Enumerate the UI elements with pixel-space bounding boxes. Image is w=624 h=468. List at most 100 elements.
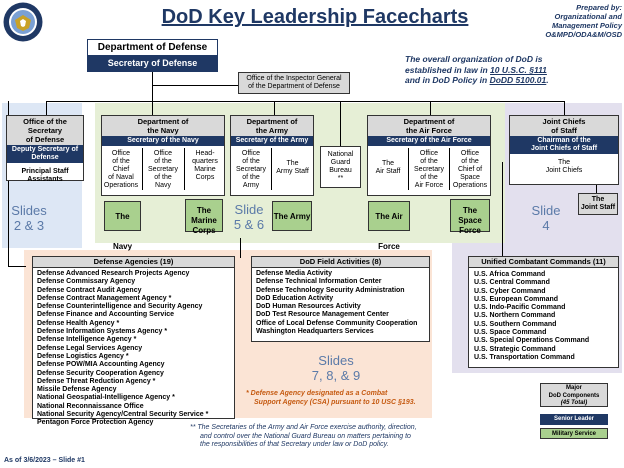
legend-major-l2: DoD Components (548, 392, 600, 399)
slide-label-line: 2 & 3 (13, 218, 45, 233)
defense-agencies-list: Defense Advanced Research Projects Agenc… (33, 268, 234, 430)
dod-leader: Secretary of Defense (88, 55, 217, 71)
organization-note: The overall organization of DoD is estab… (405, 54, 617, 86)
list-item: Defense Technical Information Center (256, 278, 382, 286)
navy-secnav-line: Navy (155, 182, 171, 189)
defense-agencies-header: Defense Agencies (19) (33, 257, 234, 268)
connector-army (274, 101, 275, 115)
list-item: Pentagon Force Protection Agency (37, 419, 154, 427)
af-divider (408, 148, 409, 190)
af-title-l1: Department of (403, 117, 455, 126)
army-staff: The Army Staff (272, 160, 313, 176)
list-item: Defense Contract Management Agency * (37, 294, 172, 302)
list-item: U.S. European Command (474, 295, 559, 303)
dodd-link[interactable]: DoDD 5100.01 (489, 75, 547, 85)
defense-agencies-box: Defense Agencies (19) Defense Advanced R… (32, 256, 235, 426)
af-secaf-line: Air Force (414, 182, 444, 189)
connector-ngb (340, 101, 341, 146)
army-secarmy: Office of the Secretary of the Army (231, 150, 271, 190)
list-item: Defense Commissary Agency (37, 278, 136, 286)
field-activities-box: DoD Field Activities (8) Defense Media A… (251, 256, 430, 342)
connector-dod-down (152, 72, 153, 115)
ngb-line: Guard (330, 159, 351, 166)
navy-opnav-line: of the (112, 158, 130, 165)
list-item: Defense Technology Security Administrati… (256, 286, 405, 294)
osd-sub: Principal Staff Assistants (7, 163, 83, 184)
jcs-chairman-l2: Joint Chiefs of Staff (530, 145, 598, 152)
legend-major-l1: Major (565, 385, 582, 391)
list-item: Defense Finance and Accounting Service (37, 311, 175, 319)
ngb-line: ** (337, 175, 344, 182)
list-item: U.S. Cyber Command (474, 287, 546, 295)
slide-label-line: Slide (234, 202, 264, 217)
list-item: U.S. Central Command (474, 279, 550, 287)
af-space-ops-line: of the (461, 158, 479, 165)
osd-sub-l1: Principal Staff (21, 168, 69, 175)
jcs-title: Joint Chiefs of Staff (510, 116, 618, 136)
navy-title: Department of the Navy (102, 116, 224, 136)
navy-hqmc-line: quarters (192, 158, 218, 165)
navy-leader: Secretary of the Navy (102, 136, 224, 146)
navy-hqmc-line: Head- (195, 150, 215, 157)
af-air-staff-line: Air Staff (375, 168, 401, 175)
navy-divider (184, 148, 185, 190)
joint-staff-box: The Joint Staff (578, 193, 618, 215)
list-item: Defense Contract Audit Agency (37, 286, 142, 294)
af-space-ops-line: Space (460, 174, 480, 181)
af-space-ops-line: Office (460, 150, 480, 157)
note-line-1: The overall organization of DoD is (405, 54, 543, 64)
slide-label-line: Slides (11, 203, 47, 218)
list-item: Washington Headquarters Services (256, 328, 374, 336)
field-activities-header: DoD Field Activities (8) (252, 257, 429, 268)
note-line-3: and in DoD Policy in (405, 75, 488, 85)
list-item: National Reconnaissance Office (37, 402, 144, 410)
connector-main-bus (46, 101, 564, 102)
osd-deputy-l1: Deputy Secretary of (11, 146, 79, 153)
ucc-header: Unified Combatant Commands (11) (469, 257, 618, 268)
dod-seal (3, 2, 43, 42)
navy-title-l1: Department of (137, 117, 189, 126)
army-staff-line: Army Staff (276, 168, 309, 175)
list-item: U.S. Space Command (474, 329, 547, 337)
slide-label-agencies: Slides 7, 8, & 9 (306, 353, 366, 383)
list-item: U.S. Indo-Pacific Command (474, 304, 566, 312)
navy-hqmc: Head- quarters Marine Corps (185, 150, 225, 182)
oig-box: Office of the Inspector General of the D… (238, 72, 350, 94)
usc-link[interactable]: 10 U.S.C. §111 (490, 64, 547, 75)
ngb-box: National Guard Bureau ** (320, 146, 361, 188)
army-staff-line: The (286, 160, 299, 167)
list-item: Defense Logistics Agency * (37, 352, 129, 360)
connector-left-bus (8, 101, 9, 267)
prepared-by-line: O&MPD/ODA&M/OSD (545, 30, 622, 39)
osd-sub-l2: Assistants (27, 176, 63, 183)
navy-secnav: Office of the Secretary of the Navy (143, 150, 183, 190)
osd-title: Office of the Secretary of Defense (7, 116, 83, 145)
connector-ucc-bus (502, 162, 503, 260)
list-item: Defense Legal Services Agency (37, 344, 143, 352)
ngb-line: National (327, 151, 354, 158)
osd-title-l1: Office of the Secretary (23, 117, 67, 135)
legend-military-service: Military Service (540, 428, 608, 439)
jcs-joint-chiefs-line: Joint Chiefs (545, 167, 583, 174)
army-secarmy-line: of the (242, 174, 260, 181)
list-item: National Geospatial-Intelligence Agency … (37, 394, 175, 402)
navy-secnav-line: of the (154, 174, 172, 181)
army-secarmy-line: of the (242, 158, 260, 165)
jcs-joint-chiefs: The Joint Chiefs (510, 154, 618, 175)
slide-label-milDeps: Slide 5 & 6 (227, 202, 271, 232)
list-item: Defense Media Activity (256, 270, 332, 277)
jcs-box: Joint Chiefs of Staff Chairman of the Jo… (509, 115, 619, 185)
navy-opnav-line: of Naval (108, 174, 134, 181)
list-item: Defense Threat Reduction Agency * (37, 377, 156, 385)
jcs-chairman: Chairman of the Joint Chiefs of Staff (510, 136, 618, 154)
prepared-by-line: Prepared by: (576, 3, 622, 12)
navy-title-l2: the Navy (147, 126, 179, 135)
af-title-l2: the Air Force (406, 126, 452, 135)
list-item: U.S. Northern Command (474, 312, 556, 320)
ngb-line: Bureau (329, 167, 352, 174)
af-divider (449, 148, 450, 190)
af-secaf-line: of the (420, 174, 438, 181)
csa-note-l2: Support Agency (CSA) pursuant to 10 USC … (254, 398, 416, 406)
navy-opnav-line: Chief (112, 166, 130, 173)
field-activities-list: Defense Media Activity Defense Technical… (252, 268, 429, 338)
